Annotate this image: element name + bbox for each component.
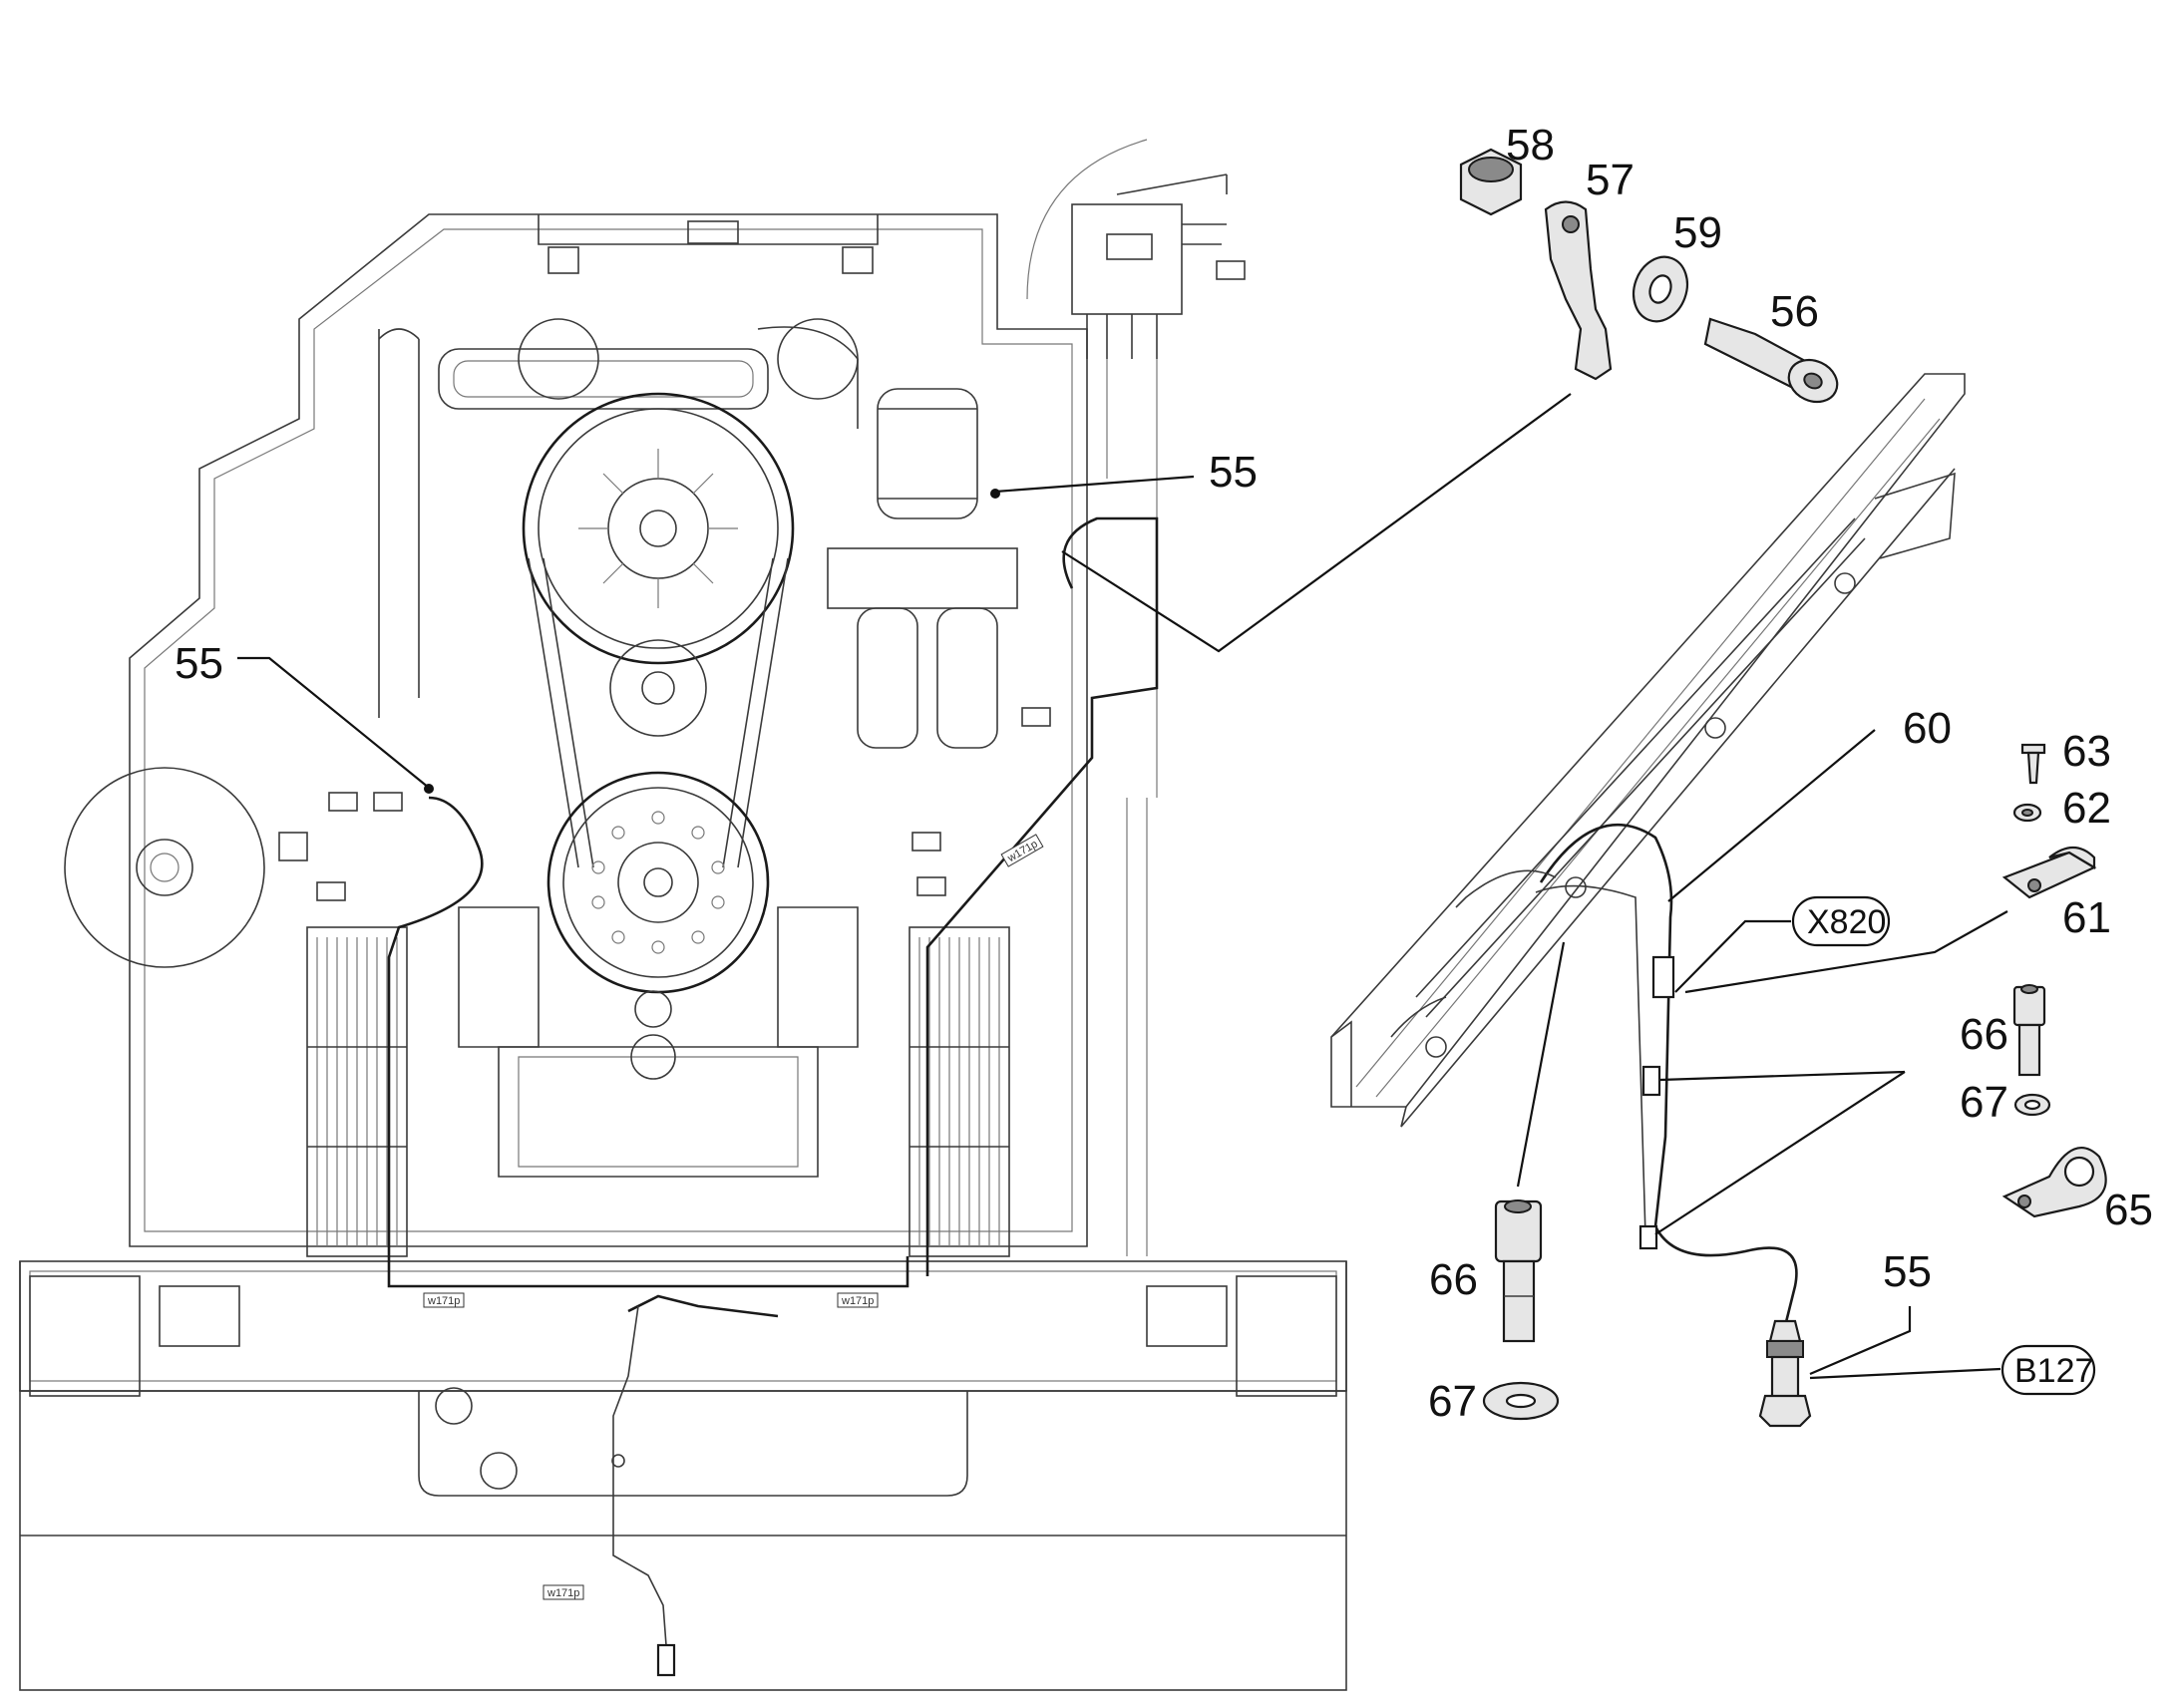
harness-label-w171-bottom: w171p xyxy=(546,1587,579,1599)
callout-66-right: 66 xyxy=(1960,1010,2008,1059)
connector-tag-b127-label: B127 xyxy=(2014,1352,2093,1390)
bolt-66-right-drawing xyxy=(2012,984,2046,1077)
callout-57: 57 xyxy=(1586,156,1635,204)
callout-59: 59 xyxy=(1673,208,1722,257)
clip-61-drawing xyxy=(2001,846,2097,899)
sensor-harness xyxy=(1455,823,1798,1327)
callout-55-left: 55 xyxy=(175,639,223,688)
callout-55-bottom: 55 xyxy=(1883,1247,1932,1296)
connector-tag-x820: X820 xyxy=(1791,895,1891,947)
callout-67-right: 67 xyxy=(1960,1078,2008,1127)
callout-56: 56 xyxy=(1770,287,1819,336)
washer-67-left-drawing xyxy=(1482,1381,1560,1421)
left-cooler xyxy=(306,926,408,1257)
clamp-65-drawing xyxy=(2001,1147,2107,1218)
callout-61: 61 xyxy=(2062,893,2111,942)
right-cooler xyxy=(908,926,1010,1257)
callout-63: 63 xyxy=(2062,727,2111,776)
nut-58-drawing xyxy=(1459,148,1523,216)
bracket-57-drawing xyxy=(1544,200,1613,381)
engine-assembly-drawing xyxy=(19,139,1347,1691)
callout-58: 58 xyxy=(1506,121,1555,170)
washer-62-drawing xyxy=(2012,803,2042,823)
washer-59-drawing xyxy=(1632,255,1689,323)
harness-label-w171-left: w171p xyxy=(427,1295,460,1307)
bolt-56-drawing xyxy=(1703,317,1839,404)
callout-60: 60 xyxy=(1903,704,1952,753)
harness-label-w171-right: w171p xyxy=(841,1295,874,1307)
connector-tag-b127: B127 xyxy=(2000,1344,2096,1396)
bolt-66-left-drawing xyxy=(1494,1199,1543,1343)
callout-66-left: 66 xyxy=(1429,1255,1478,1304)
leader-lines xyxy=(237,393,2008,1380)
harness-labels: w171p w171p w171p w171p xyxy=(423,834,1044,1600)
callout-65: 65 xyxy=(2104,1186,2153,1234)
callout-67-left: 67 xyxy=(1428,1377,1477,1426)
chassis-rail-drawing xyxy=(1330,373,1966,1128)
screw-63-drawing xyxy=(2020,743,2046,785)
callout-55-top: 55 xyxy=(1209,448,1258,497)
callout-numbers: 55 55 55 56 57 58 59 60 61 62 63 65 66 6… xyxy=(175,121,2153,1426)
callout-62: 62 xyxy=(2062,784,2111,833)
connector-tag-x820-label: X820 xyxy=(1807,903,1886,941)
washer-67-right-drawing xyxy=(2013,1093,2051,1117)
sensor-55-drawing xyxy=(1758,1319,1812,1428)
